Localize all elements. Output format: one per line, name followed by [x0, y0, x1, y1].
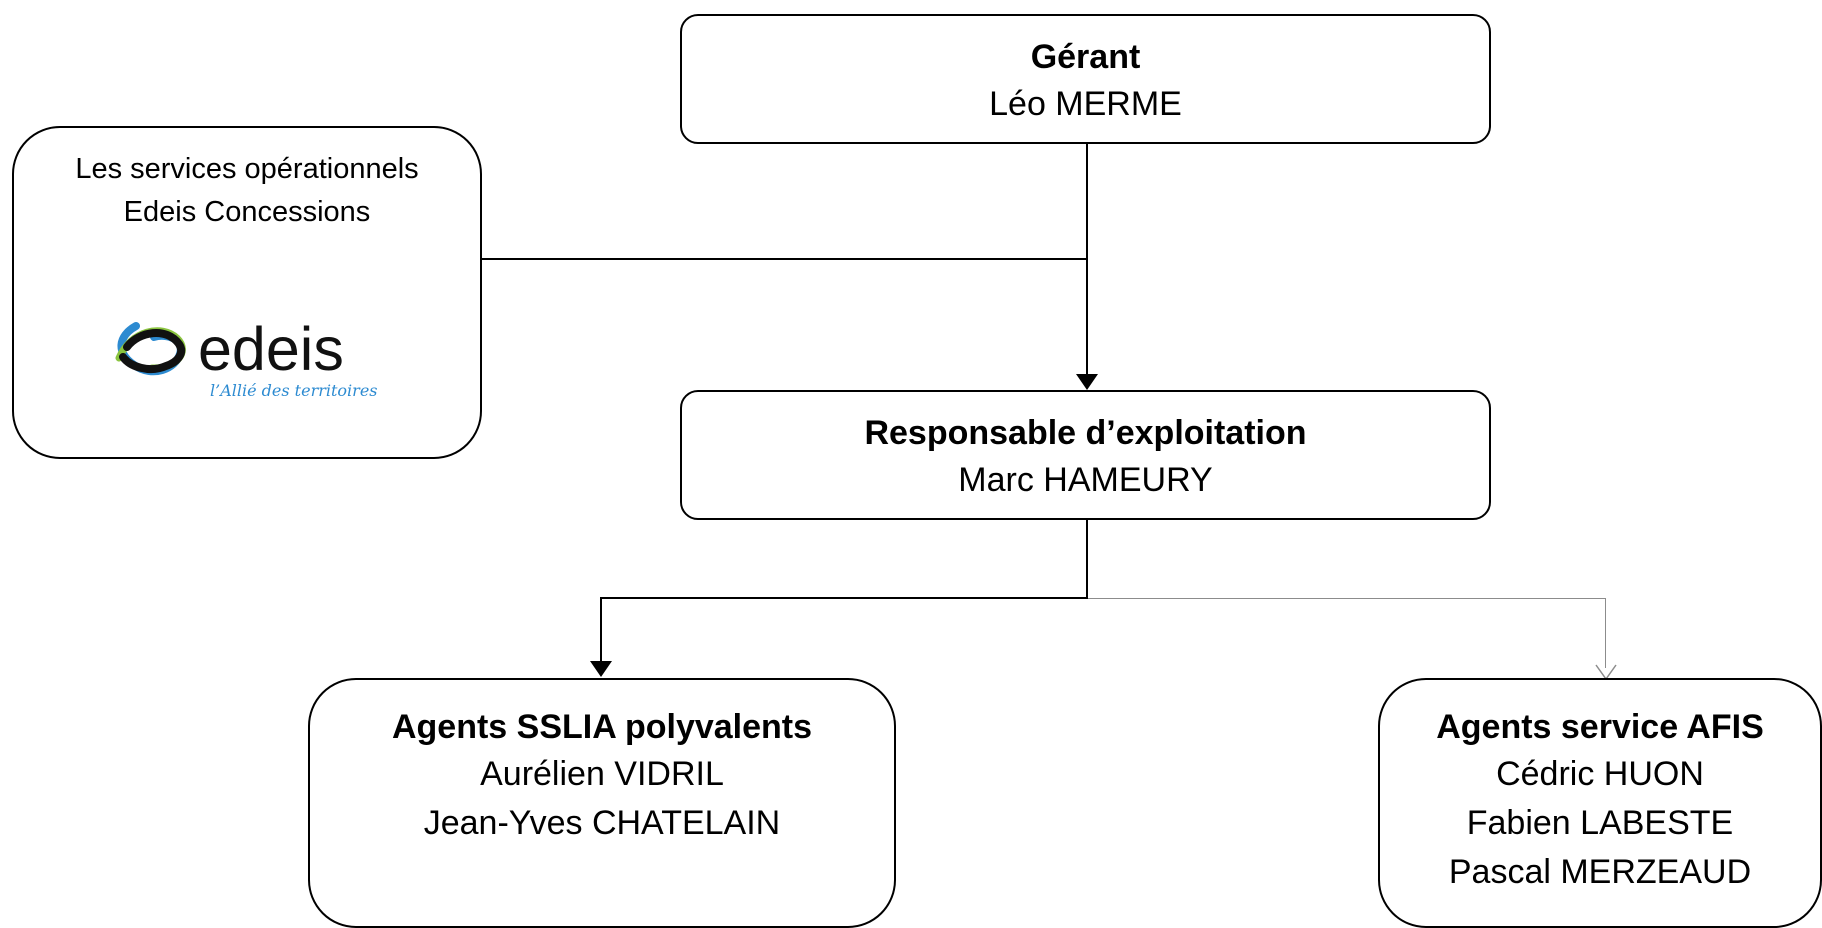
- operations-manager-box: Responsable d’exploitation Marc HAMEURY: [680, 390, 1491, 520]
- services-line-2: Edeis Concessions: [123, 196, 371, 228]
- operations-manager-title: Responsable d’exploitation: [864, 414, 1307, 452]
- sslia-agent-name: Jean-Yves CHATELAIN: [423, 804, 781, 842]
- edeis-logo-mark: [115, 322, 186, 376]
- connector-services-to-junction: [482, 258, 1088, 260]
- arrow-head-sslia: [590, 661, 612, 677]
- sslia-agents-title: Agents SSLIA polyvalents: [391, 708, 813, 746]
- operations-manager-name: Marc HAMEURY: [958, 461, 1213, 499]
- sslia-agents-box: Agents SSLIA polyvalents Aurélien VIDRIL…: [308, 678, 896, 928]
- afis-agent-name: Cédric HUON: [1496, 755, 1704, 793]
- manager-box: Gérant Léo MERME: [680, 14, 1491, 144]
- connector-to-afis: [1605, 598, 1606, 668]
- edeis-logo-wordmark: edeis: [198, 315, 344, 383]
- connector-branch-left: [600, 597, 1088, 599]
- arrow-head-operations-manager: [1076, 374, 1098, 390]
- sslia-agent-name: Aurélien VIDRIL: [480, 755, 724, 793]
- afis-agent-name: Pascal MERZEAUD: [1448, 853, 1752, 891]
- services-line-1: Les services opérationnels: [75, 153, 419, 185]
- connector-branch-right: [1088, 598, 1606, 599]
- edeis-logo-tagline: l’Allié des territoires: [210, 381, 378, 400]
- manager-name: Léo MERME: [989, 85, 1182, 123]
- edeis-logo: edeis l’Allié des territoires: [110, 312, 390, 407]
- manager-title: Gérant: [1030, 38, 1141, 76]
- edeis-logo-graphic: edeis l’Allié des territoires: [115, 315, 378, 400]
- afis-agent-name: Fabien LABESTE: [1466, 804, 1734, 842]
- afis-agents-title: Agents service AFIS: [1436, 708, 1764, 746]
- connector-to-sslia: [600, 597, 602, 663]
- afis-agents-box: Agents service AFIS Cédric HUON Fabien L…: [1378, 678, 1822, 928]
- services-box: Les services opérationnels Edeis Concess…: [12, 126, 482, 459]
- connector-operations-manager-down: [1086, 518, 1088, 598]
- connector-manager-to-junction: [1086, 142, 1088, 378]
